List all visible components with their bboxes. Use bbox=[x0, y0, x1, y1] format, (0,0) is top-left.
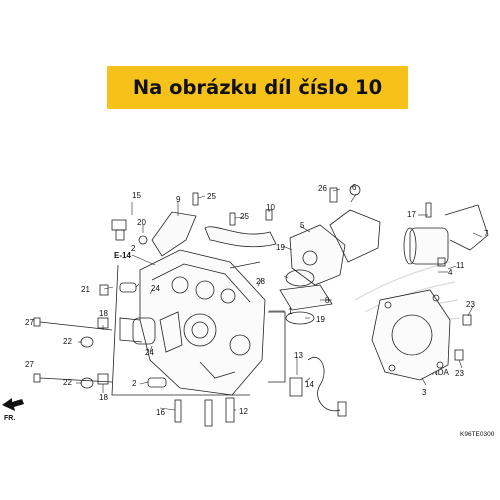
bolt-25a bbox=[192, 192, 199, 206]
leader-lines bbox=[76, 188, 483, 411]
callout-19b: 19 bbox=[316, 315, 325, 324]
callout-25a: 25 bbox=[207, 192, 216, 201]
callout-24b: 24 bbox=[145, 348, 154, 357]
insulator-part-8 bbox=[279, 284, 333, 311]
nut-22a bbox=[80, 336, 94, 348]
o-ring-19a bbox=[285, 269, 315, 287]
bolt-25b bbox=[229, 212, 236, 226]
bolt-26 bbox=[329, 187, 338, 203]
washer-18b bbox=[97, 373, 109, 385]
gasket-part-3 bbox=[371, 289, 451, 381]
pipe-part-10 bbox=[204, 226, 277, 248]
assembly-bracket-frame bbox=[111, 264, 250, 396]
callout-12: 12 bbox=[239, 407, 248, 416]
callout-6: 6 bbox=[352, 183, 357, 192]
stud-28 bbox=[229, 261, 261, 269]
callout-24a: 24 bbox=[151, 284, 160, 293]
callout-1: 1 bbox=[288, 307, 293, 316]
callout-19a: 19 bbox=[276, 243, 285, 252]
banner-text: Na obrázku díl číslo 10 bbox=[132, 76, 383, 99]
nut-part-4 bbox=[437, 257, 446, 267]
callout-21: 21 bbox=[81, 285, 90, 294]
bracket-part-9 bbox=[151, 211, 197, 257]
stud-bolt-27a bbox=[33, 317, 113, 331]
front-direction-arrow-icon bbox=[2, 398, 24, 411]
stud-16 bbox=[174, 399, 182, 423]
callout-11: 11 bbox=[456, 261, 465, 270]
callout-22b: 22 bbox=[63, 378, 72, 387]
spark-plug-12 bbox=[225, 397, 235, 423]
sensor-wire-13 bbox=[289, 357, 347, 417]
dowel-23a bbox=[462, 314, 472, 326]
callout-20: 20 bbox=[137, 218, 146, 227]
callout-28: 28 bbox=[256, 277, 265, 286]
dowel-2b bbox=[147, 377, 167, 388]
callout-17: 17 bbox=[407, 210, 416, 219]
diagram-code: K96TE0300 bbox=[460, 431, 495, 438]
callout-9: 9 bbox=[176, 195, 181, 204]
part-number-banner: Na obrázku díl číslo 10 bbox=[107, 66, 408, 109]
callout-5: 5 bbox=[300, 221, 305, 230]
reference-label: E-14 bbox=[114, 251, 131, 260]
callout-18b: 18 bbox=[99, 393, 108, 402]
o-ring-19b bbox=[285, 311, 315, 325]
callout-14: 14 bbox=[305, 380, 314, 389]
callout-10: 10 bbox=[266, 203, 275, 212]
callout-8: 8 bbox=[325, 296, 330, 305]
callout-7: 7 bbox=[484, 229, 489, 238]
stud-bolt-27b bbox=[33, 373, 113, 383]
front-direction-label: FR. bbox=[4, 415, 15, 422]
assembly-bracket-1 bbox=[268, 311, 286, 383]
sensor-part-15 bbox=[111, 219, 148, 245]
stud-5-28 bbox=[204, 399, 213, 427]
callout-2a: 2 bbox=[131, 244, 136, 253]
callout-3: 3 bbox=[422, 388, 427, 397]
callout-4: 4 bbox=[448, 268, 453, 277]
callout-16: 16 bbox=[156, 408, 165, 417]
callout-15: 15 bbox=[132, 191, 141, 200]
bolt-21 bbox=[99, 284, 109, 296]
callout-23b: 23 bbox=[455, 369, 464, 378]
callout-13: 13 bbox=[294, 351, 303, 360]
callout-18a: 18 bbox=[99, 309, 108, 318]
bolt-17 bbox=[425, 202, 432, 218]
dowel-23b bbox=[454, 349, 464, 361]
dowel-2a bbox=[119, 282, 137, 293]
callout-26: 26 bbox=[318, 184, 327, 193]
callout-27a: 27 bbox=[25, 318, 34, 327]
callout-23a: 23 bbox=[466, 300, 475, 309]
cylinder-head bbox=[119, 249, 266, 396]
callout-2b: 2 bbox=[132, 379, 137, 388]
clamp-part-6 bbox=[349, 184, 361, 196]
callout-22a: 22 bbox=[63, 337, 72, 346]
callout-25b: 25 bbox=[240, 212, 249, 221]
air-duct-11 bbox=[403, 204, 489, 265]
nut-22b bbox=[80, 377, 94, 389]
callout-27b: 27 bbox=[25, 360, 34, 369]
callout-labels: 15 20 9 25 25 10 26 6 5 19 8 19 17 7 11 … bbox=[25, 183, 489, 417]
